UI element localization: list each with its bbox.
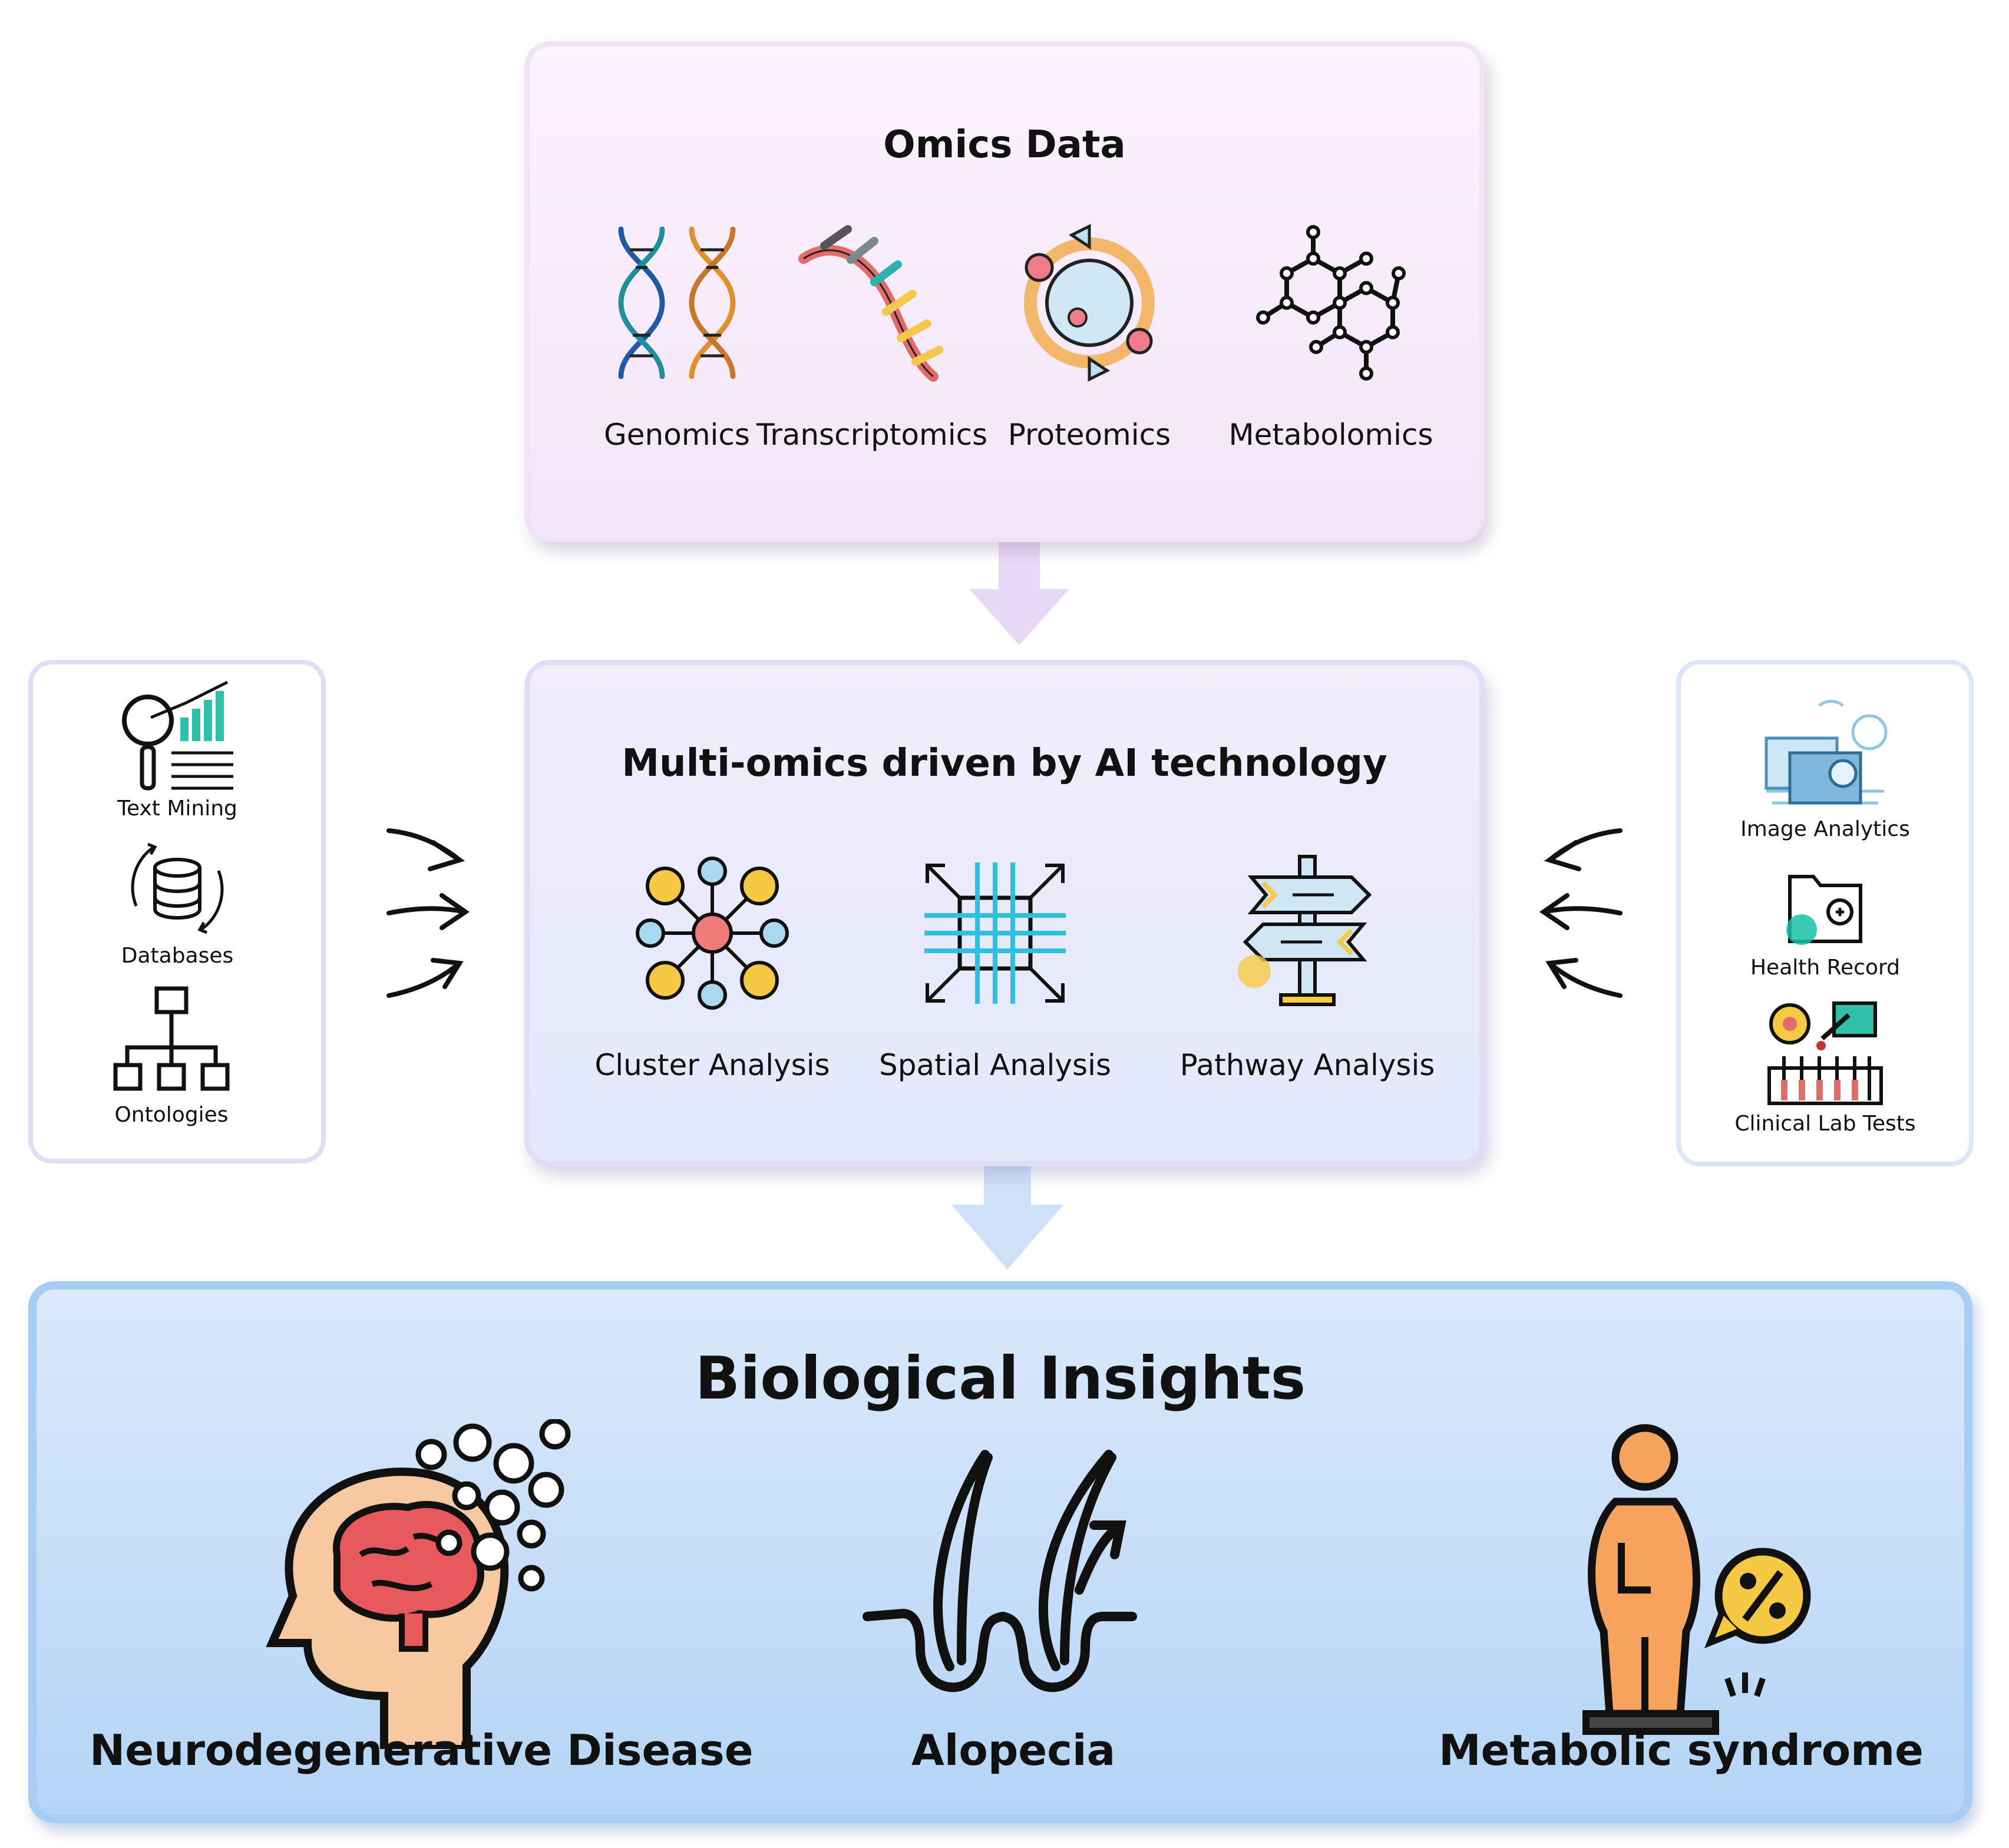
dna-double-helix-icon xyxy=(618,226,736,379)
source-label: Health Record xyxy=(1750,956,1901,980)
rna-strand-icon xyxy=(798,225,943,382)
omics-data-panel: Omics Data Genomics xyxy=(524,41,1485,542)
left-sources-panel: Text Mining Databases Ontologies xyxy=(28,660,326,1163)
source-label: Image Analytics xyxy=(1740,817,1910,841)
omics-label: Transcriptomics xyxy=(756,418,988,452)
source-item-text-mining: Text Mining xyxy=(33,676,322,821)
ai-item-spatial: Spatial Analysis xyxy=(871,854,1119,1082)
source-item-databases: Databases xyxy=(33,835,322,968)
ai-label: Pathway Analysis xyxy=(1179,1048,1435,1082)
protein-cell-cycle-icon xyxy=(1024,223,1155,382)
source-item-clinical-lab-tests: Clinical Lab Tests xyxy=(1681,997,1970,1136)
spatial-grid-icon xyxy=(924,862,1066,1004)
database-cycle-icon xyxy=(131,842,224,934)
person-scale-icon xyxy=(1582,1424,1811,1735)
biological-insights-panel: Biological Insights Neurodegenerative Di… xyxy=(28,1281,1972,1823)
source-item-health-record: Health Record xyxy=(1681,865,1970,980)
source-label: Clinical Lab Tests xyxy=(1734,1112,1916,1136)
insights-title: Biological Insights xyxy=(695,1344,1306,1413)
magnifier-chart-icon xyxy=(122,680,233,791)
test-tubes-icon xyxy=(1767,1001,1883,1105)
insight-label: Metabolic syndrome xyxy=(1439,1725,1924,1775)
hair-follicle-icon xyxy=(863,1450,1137,1692)
medical-folder-icon xyxy=(1786,875,1862,945)
omics-title: Omics Data xyxy=(883,123,1126,167)
molecule-hexagon-icon xyxy=(1256,225,1406,381)
down-arrow-ai-to-insights xyxy=(951,1166,1063,1270)
omics-item-genomics: Genomics xyxy=(580,223,774,452)
ai-item-pathway: Pathway Analysis xyxy=(1166,854,1449,1082)
omics-item-proteomics: Proteomics xyxy=(998,223,1181,452)
image-folder-icon xyxy=(1765,700,1888,805)
source-label: Text Mining xyxy=(117,796,237,821)
source-item-ontologies: Ontologies xyxy=(33,983,310,1127)
source-item-image-analytics: Image Analytics xyxy=(1681,697,1970,841)
brain-head-icon xyxy=(266,1419,571,1749)
insight-label: Alopecia xyxy=(911,1725,1116,1775)
omics-label: Genomics xyxy=(604,418,750,452)
ai-title: Multi-omics driven by AI technology xyxy=(622,742,1387,785)
omics-label: Metabolomics xyxy=(1228,418,1433,452)
source-label: Ontologies xyxy=(114,1103,229,1127)
omics-label: Proteomics xyxy=(1007,418,1171,452)
right-input-arrows-icon xyxy=(1539,828,1623,998)
omics-item-metabolomics: Metabolomics xyxy=(1219,223,1443,452)
ai-analysis-panel: Multi-omics driven by AI technology Clus… xyxy=(524,660,1485,1166)
ai-item-cluster: Cluster Analysis xyxy=(589,854,836,1082)
ai-label: Spatial Analysis xyxy=(878,1048,1112,1082)
right-sources-panel: Image Analytics Health Record Clinical L… xyxy=(1676,660,1974,1166)
omics-item-transcriptomics: Transcriptomics xyxy=(756,223,988,452)
source-label: Databases xyxy=(121,944,234,968)
ai-label: Cluster Analysis xyxy=(594,1048,830,1082)
insight-label: Neurodegenerative Disease xyxy=(90,1725,754,1775)
signpost-icon xyxy=(1238,855,1372,1006)
hierarchy-tree-icon xyxy=(113,986,230,1091)
down-arrow-omics-to-ai xyxy=(969,542,1069,645)
cluster-network-icon xyxy=(636,857,789,1010)
left-input-arrows-icon xyxy=(386,828,470,998)
